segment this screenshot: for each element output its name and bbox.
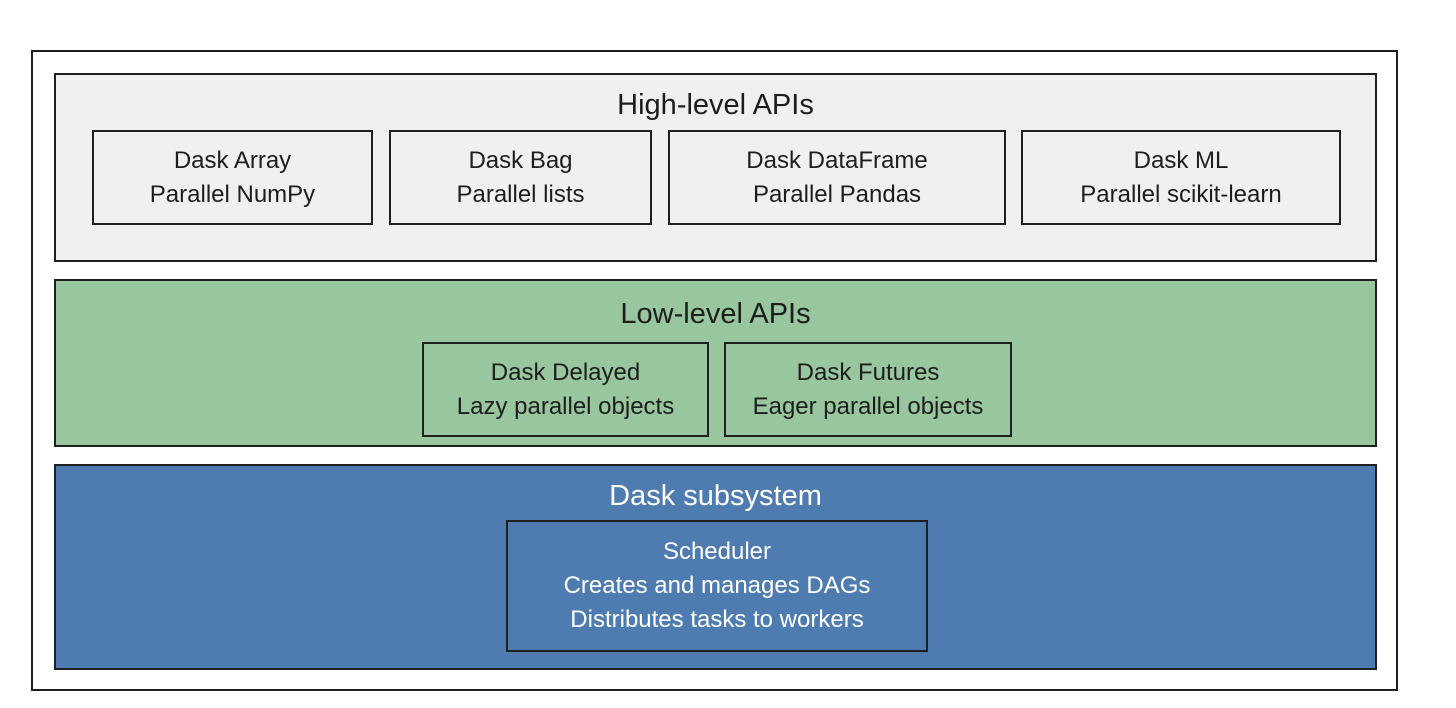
high-level-apis-layer: High-level APIs Dask Array Parallel NumP…: [54, 73, 1377, 262]
dask-futures-description: Eager parallel objects: [752, 392, 984, 420]
dask-bag-description: Parallel lists: [456, 180, 585, 208]
dask-bag-label: Dask Bag: [468, 146, 573, 174]
dask-delayed-label: Dask Delayed: [490, 358, 641, 386]
dask-delayed-description: Lazy parallel objects: [456, 392, 675, 420]
dask-delayed-box: Dask Delayed Lazy parallel objects: [422, 342, 709, 437]
scheduler-description-line-1: Creates and manages DAGs: [563, 572, 871, 599]
dask-subsystem-title: Dask subsystem: [609, 480, 822, 512]
dask-dataframe-label: Dask DataFrame: [746, 146, 928, 174]
dask-ml-description: Parallel scikit-learn: [1080, 180, 1282, 208]
dask-array-label: Dask Array: [173, 146, 292, 174]
dask-dataframe-box: Dask DataFrame Parallel Pandas: [668, 130, 1006, 225]
scheduler-description-line-2: Distributes tasks to workers: [570, 606, 864, 633]
dask-ml-label: Dask ML: [1133, 146, 1229, 174]
scheduler-label: Scheduler: [662, 538, 772, 565]
dask-futures-box: Dask Futures Eager parallel objects: [724, 342, 1012, 437]
high-level-apis-title: High-level APIs: [617, 89, 814, 121]
dask-array-description: Parallel NumPy: [149, 180, 316, 208]
dask-subsystem-layer: Dask subsystem Scheduler Creates and man…: [54, 464, 1377, 670]
dask-futures-label: Dask Futures: [796, 358, 940, 386]
low-level-apis-title: Low-level APIs: [620, 298, 811, 330]
dask-bag-box: Dask Bag Parallel lists: [389, 130, 652, 225]
low-level-apis-layer: Low-level APIs Dask Delayed Lazy paralle…: [54, 279, 1377, 447]
dask-dataframe-description: Parallel Pandas: [752, 180, 922, 208]
dask-array-box: Dask Array Parallel NumPy: [92, 130, 373, 225]
dask-ml-box: Dask ML Parallel scikit-learn: [1021, 130, 1341, 225]
scheduler-box: Scheduler Creates and manages DAGs Distr…: [506, 520, 928, 652]
